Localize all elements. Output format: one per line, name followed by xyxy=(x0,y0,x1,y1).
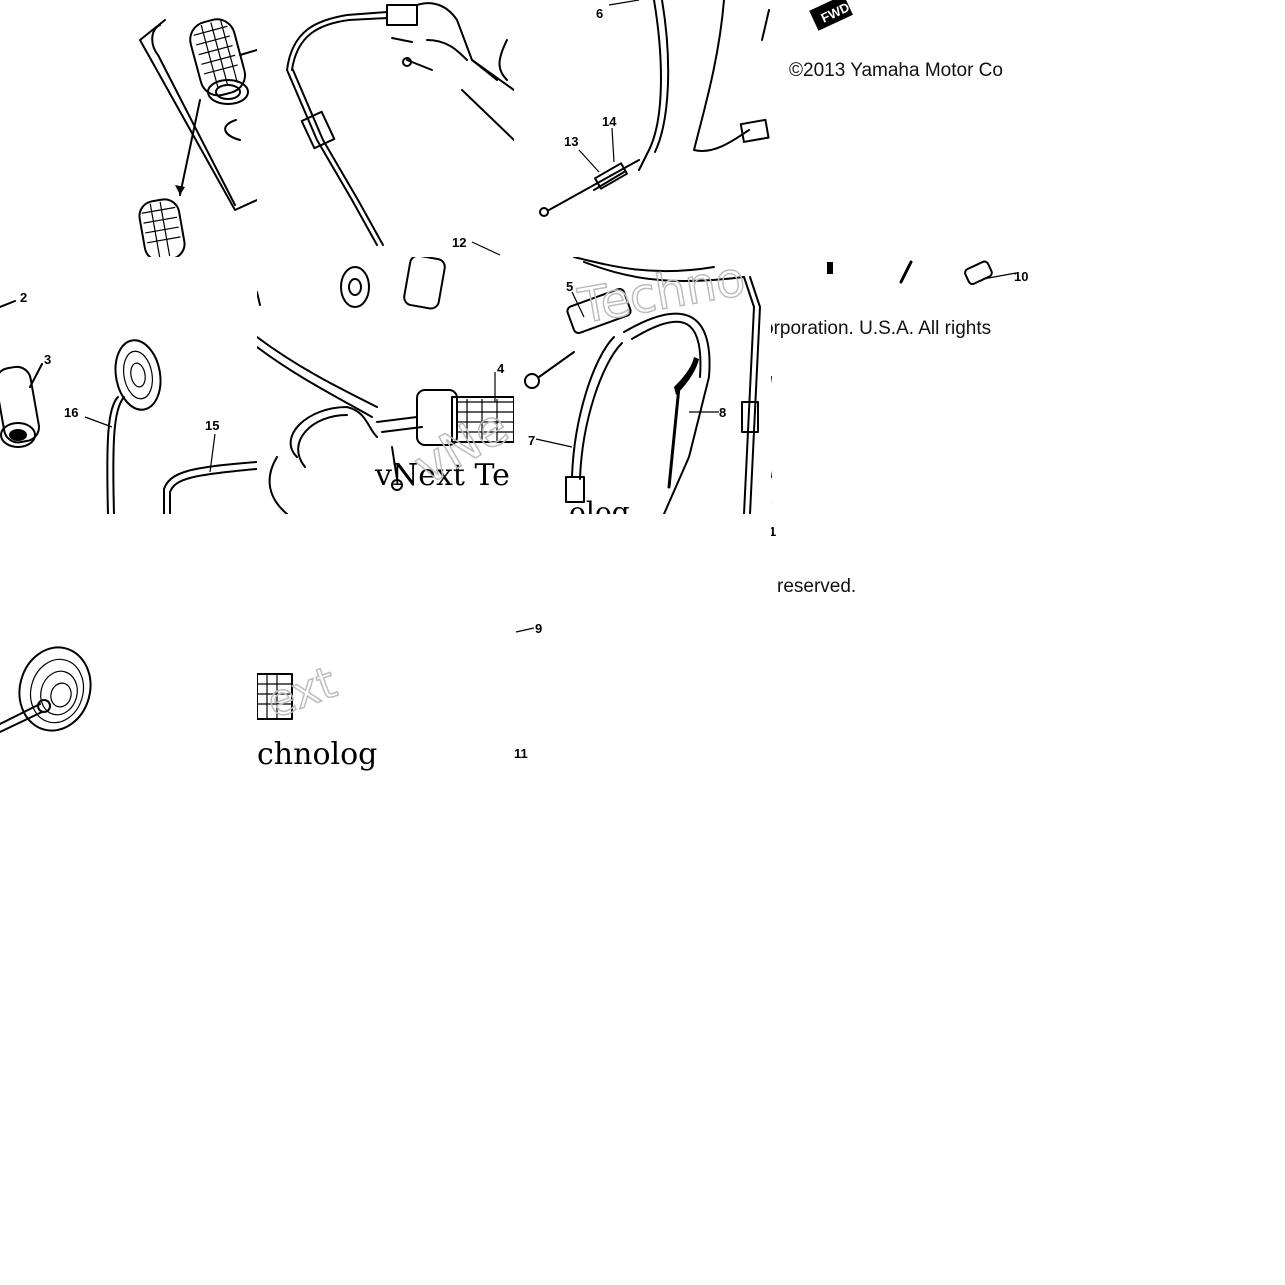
copyright-line-2: orporation. U.S.A. All rights xyxy=(771,318,992,339)
diagram-tile-brake-cables: 5 8 7 Techno olog xyxy=(514,257,771,514)
watermark-text-a: vNext Te xyxy=(374,458,510,493)
diagram-tile-small-parts: 10 orporation. U.S.A. All rights xyxy=(771,257,1028,514)
callout-7: 7 xyxy=(528,433,535,448)
callout-1: 1 xyxy=(771,524,776,539)
callout-5: 5 xyxy=(566,279,573,294)
diagram-tile-mirror-stem: 2 3 16 15 xyxy=(0,257,257,514)
watermark-text-e: ext xyxy=(260,657,343,729)
callout-4: 4 xyxy=(497,361,505,376)
watermark-text-d: olog xyxy=(569,496,630,514)
diagram-tile-grips xyxy=(0,0,257,257)
diagram-tile-copyright: FWD ©2013 Yamaha Motor Co xyxy=(771,0,1028,257)
callout-13: 13 xyxy=(564,134,578,149)
callout-16: 16 xyxy=(64,405,78,420)
diagram-tile-cables-upper: 6 13 14 xyxy=(514,0,771,257)
callout-11: 11 xyxy=(514,746,528,761)
diagram-tile-mirror xyxy=(0,514,257,771)
callout-6: 6 xyxy=(596,6,603,21)
diagram-tile-reserved: 1 reserved. xyxy=(771,514,1028,771)
watermark-text-f: chnolog xyxy=(257,737,377,771)
callout-2: 2 xyxy=(20,290,27,305)
diagram-tile-grip-end: ext chnolog xyxy=(257,514,514,771)
diagram-tile-switch-grip: 4 vNext Te vNe xyxy=(257,257,514,514)
callout-12-group: 12 xyxy=(452,235,501,256)
fwd-badge: FWD xyxy=(809,0,853,31)
callout-10: 10 xyxy=(1014,269,1028,284)
diagram-tile-throttle-cable xyxy=(257,0,514,257)
callout-14: 14 xyxy=(602,114,617,129)
callout-9: 9 xyxy=(535,621,542,636)
callout-8: 8 xyxy=(719,405,726,420)
copyright-line-3: reserved. xyxy=(777,576,857,597)
callout-15: 15 xyxy=(205,418,219,433)
copyright-line-1: ©2013 Yamaha Motor Co xyxy=(789,60,1003,81)
diagram-tile-callouts-lower: 9 11 xyxy=(514,514,771,771)
callout-12: 12 xyxy=(452,235,466,250)
callout-3: 3 xyxy=(44,352,51,367)
